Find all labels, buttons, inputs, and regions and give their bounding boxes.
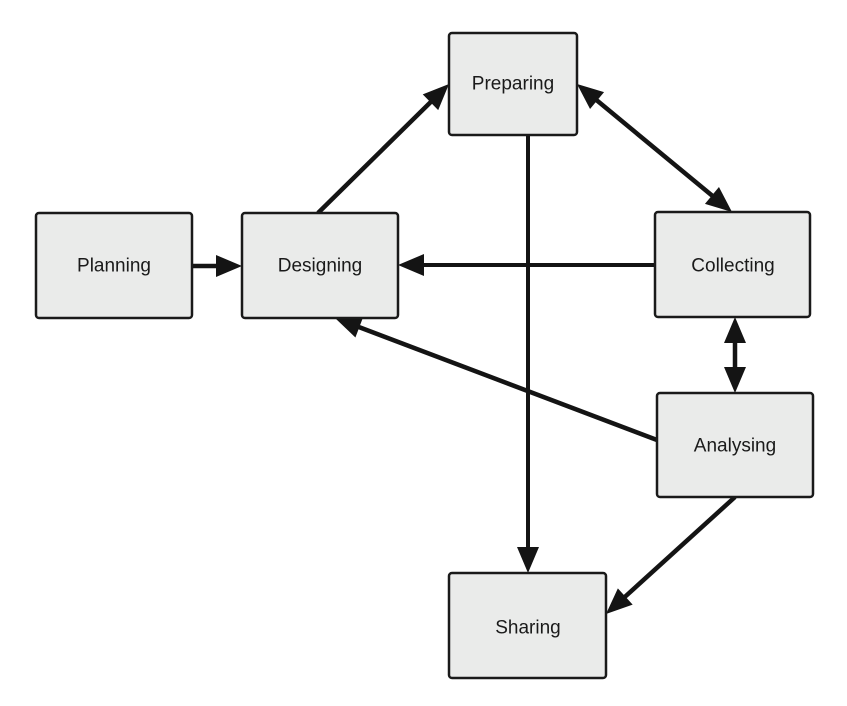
- edge-designing-to-preparing: [316, 84, 449, 215]
- edge-collecting-to-designing: [398, 254, 655, 276]
- edge-collecting-to-analysing: [724, 317, 746, 393]
- node-label-collecting: Collecting: [691, 256, 774, 277]
- node-label-sharing: Sharing: [495, 618, 561, 639]
- arrow-head-icon: [577, 84, 605, 110]
- edge-analysing-to-sharing: [606, 495, 737, 614]
- node-box-collecting: [653, 210, 812, 319]
- nodes-layer: Preparing Planning Designing Collecting …: [34, 31, 815, 680]
- node-collecting[interactable]: Collecting: [653, 210, 812, 319]
- edge-line: [622, 495, 737, 600]
- node-analysing[interactable]: Analysing: [655, 391, 815, 499]
- arrow-head-icon: [216, 255, 242, 277]
- node-box-designing: [240, 211, 400, 320]
- arrow-head-icon: [704, 186, 732, 212]
- edges-layer: [192, 84, 746, 614]
- node-box-sharing: [447, 571, 608, 680]
- node-label-designing: Designing: [278, 256, 363, 277]
- arrow-head-icon: [606, 588, 633, 614]
- edge-line: [316, 99, 434, 215]
- node-box-preparing: [447, 31, 579, 137]
- arrow-head-icon: [517, 547, 539, 573]
- arrow-head-icon: [398, 254, 424, 276]
- edge-line: [356, 324, 658, 443]
- arrow-head-icon: [724, 317, 746, 343]
- node-planning[interactable]: Planning: [34, 211, 194, 320]
- node-box-analysing: [655, 391, 815, 499]
- node-box-planning: [34, 211, 194, 320]
- arrow-head-icon: [422, 84, 449, 111]
- arrow-head-icon: [335, 316, 364, 338]
- node-designing[interactable]: Designing: [240, 211, 400, 320]
- edge-preparing-to-sharing: [517, 135, 539, 573]
- edge-analysing-to-designing: [335, 316, 658, 443]
- node-sharing[interactable]: Sharing: [447, 571, 608, 680]
- edge-planning-to-designing: [192, 255, 242, 277]
- edge-line: [594, 97, 715, 199]
- node-label-analysing: Analysing: [694, 436, 776, 457]
- arrow-head-icon: [724, 367, 746, 393]
- node-preparing[interactable]: Preparing: [447, 31, 579, 137]
- node-label-planning: Planning: [77, 256, 151, 277]
- node-label-preparing: Preparing: [472, 74, 554, 95]
- edge-preparing-to-collecting: [577, 84, 732, 212]
